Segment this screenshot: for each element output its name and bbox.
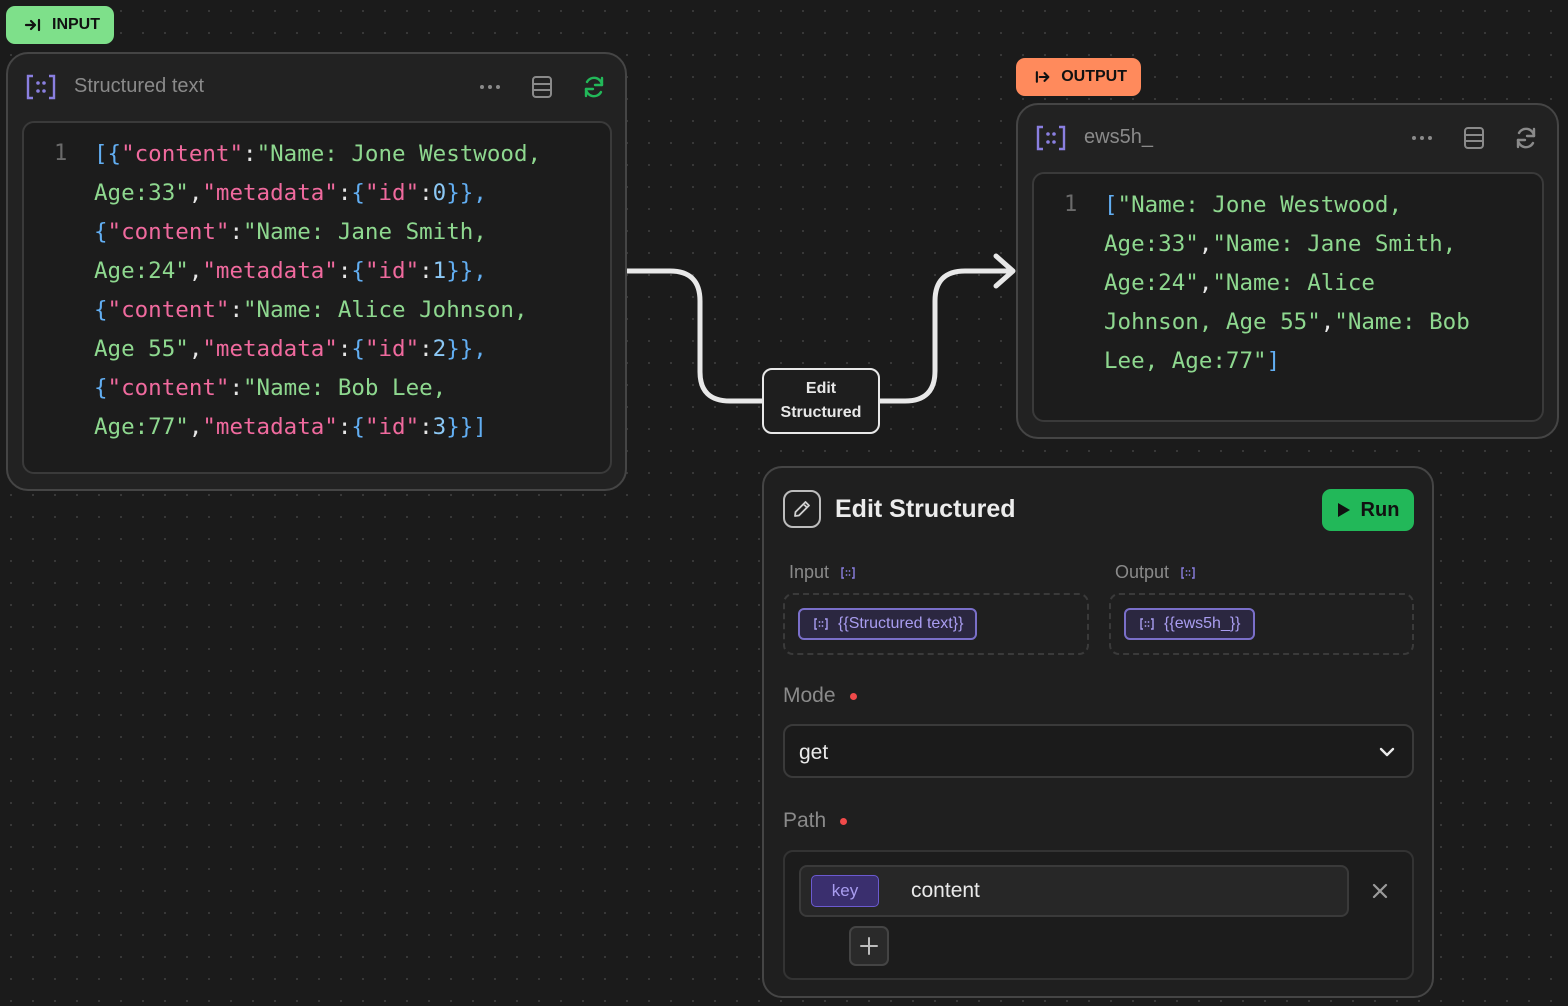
panel-title: Edit Structured [835,495,1016,523]
path-segment-input[interactable] [911,875,1331,907]
close-icon[interactable] [1368,879,1392,903]
structured-brackets-icon [26,74,56,100]
arrowhead-icon [993,253,1016,289]
refresh-button[interactable] [1512,124,1540,152]
database-button[interactable] [1460,124,1488,152]
edit-structured-panel: Edit Structured Run Input Output {{Struc… [762,466,1434,998]
input-dropzone[interactable]: {{Structured text}} [783,593,1089,655]
output-dropzone[interactable]: {{ews5h_}} [1109,593,1414,655]
more-icon [480,85,500,89]
output-node-header: ews5h_ [1018,105,1557,173]
pencil-icon [783,490,821,528]
refresh-button[interactable] [580,73,608,101]
add-path-segment-button[interactable] [849,926,889,966]
plus-icon [860,937,878,955]
play-icon [1337,503,1350,517]
path-label: Path [783,809,848,833]
database-button[interactable] [528,73,556,101]
refresh-icon [584,76,604,98]
structured-brackets-icon [1036,125,1066,151]
arrow-right-to-bar-icon [24,18,41,32]
mode-select-value: get [799,741,829,764]
input-node[interactable]: Structured text 1 [{"content":"Name: Jon… [6,52,627,491]
output-chip-label: {{ews5h_}} [1164,615,1241,632]
structured-brackets-icon [1181,566,1195,579]
mode-label: Mode [783,684,857,708]
input-node-header: Structured text [8,54,625,122]
refresh-icon [1516,127,1536,149]
required-indicator [840,817,848,825]
path-segment-row: key [799,865,1349,917]
output-variable-chip[interactable]: {{ews5h_}} [1124,608,1255,640]
input-code-editor[interactable]: 1 [{"content":"Name: Jone Westwood, Age:… [22,121,612,474]
output-node[interactable]: ews5h_ 1 ["Name: Jone Westwood, Age:33",… [1016,103,1559,439]
arrow-from-bar-icon [1035,71,1050,83]
line-number: 1 [1064,192,1078,217]
mode-select[interactable]: get [783,724,1414,778]
input-variable-chip[interactable]: {{Structured text}} [798,608,978,640]
output-code: ["Name: Jone Westwood, Age:33","Name: Ja… [1104,192,1470,374]
output-node-title: ews5h_ [1084,126,1153,148]
more-button[interactable] [476,73,504,101]
more-button[interactable] [1408,124,1436,152]
input-node-title: Structured text [74,75,205,97]
line-number: 1 [54,141,68,166]
structured-brackets-icon [841,566,855,579]
required-indicator [849,692,857,700]
output-label-text: Output [1115,562,1170,582]
edge-label-line2: Structured [780,404,862,421]
path-key-type[interactable]: key [811,875,879,907]
output-tag: OUTPUT [1016,58,1141,96]
run-button-label: Run [1360,498,1400,521]
output-tag-label: OUTPUT [1061,68,1127,85]
run-button[interactable]: Run [1322,489,1414,531]
input-label: Input [789,562,855,583]
chevron-down-icon [1379,747,1395,757]
more-icon [1412,136,1432,140]
edge-label-line1: Edit [805,380,837,397]
output-code-editor[interactable]: 1 ["Name: Jone Westwood, Age:33","Name: … [1032,172,1544,422]
mode-label-text: Mode [783,684,836,707]
input-label-text: Input [789,562,830,582]
structured-brackets-icon [814,618,828,630]
input-chip-label: {{Structured text}} [838,615,964,632]
database-icon [532,76,552,98]
input-tag: INPUT [6,6,114,44]
structured-brackets-icon [1140,618,1154,630]
input-code: [{"content":"Name: Jone Westwood, Age:33… [94,141,542,440]
path-label-text: Path [783,809,827,832]
edge-label[interactable]: Edit Structured [762,368,880,434]
input-tag-label: INPUT [52,16,100,33]
path-editor: key [783,850,1414,980]
database-icon [1464,127,1484,149]
output-label: Output [1115,562,1195,583]
